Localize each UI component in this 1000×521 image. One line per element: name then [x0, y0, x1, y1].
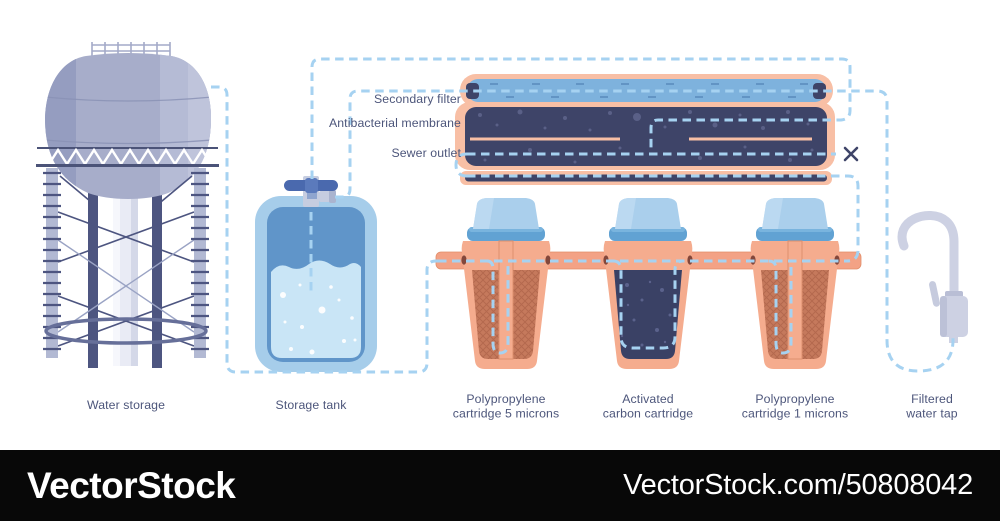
tower-leg	[152, 172, 162, 368]
label-filtered-water-tap: Filtered	[911, 392, 953, 406]
filter-end-cap	[813, 83, 826, 99]
flow-cartridge3	[768, 259, 793, 355]
flow-cartridge2	[612, 259, 684, 350]
flow-tank-to-tap	[335, 89, 955, 373]
cartridge-carbon	[603, 198, 693, 369]
tower-bulb	[45, 53, 211, 199]
watermark-bar: VectorStock VectorStock.com/50808042	[0, 450, 1000, 521]
storage-tank	[255, 176, 377, 372]
watermark-brand: VectorStock	[27, 464, 236, 506]
tap-lever	[929, 281, 940, 307]
tower-braces	[57, 175, 195, 347]
sewer-blocked-x-icon	[843, 146, 859, 162]
flow-lines	[211, 57, 955, 374]
flow-tower-to-cartridges	[211, 85, 438, 374]
cartridge-row	[435, 198, 862, 369]
diagram-canvas: Secondary filter Antibacterial membrane …	[36, 42, 968, 421]
tower-ladder	[43, 168, 209, 358]
water-tower	[36, 42, 219, 368]
cartridge-pp5	[461, 198, 551, 369]
tower-leg	[88, 172, 98, 368]
membrane-speckles	[478, 109, 814, 164]
flow-drain-pipe	[467, 174, 860, 263]
svg-text:cartridge 5 microns: cartridge 5 microns	[453, 407, 559, 421]
tap-gooseneck	[897, 211, 959, 304]
label-secondary-filter: Secondary filter	[374, 92, 461, 106]
label-cartridge-carbon: Activated	[622, 392, 674, 406]
antibacterial-membrane-housing	[455, 102, 835, 170]
label-sewer-outlet: Sewer outlet	[391, 146, 461, 160]
riser-tube	[498, 240, 514, 360]
carbon-media	[614, 270, 682, 359]
label-cartridge-pp5: Polypropylene	[466, 392, 545, 406]
labels: Secondary filter Antibacterial membrane …	[87, 92, 958, 421]
watermark-url: VectorStock.com/50808042	[623, 469, 973, 501]
tank-valve	[284, 176, 338, 207]
water-tap	[897, 211, 968, 343]
tower-truss	[36, 147, 219, 167]
flow-membrane-to-tank	[310, 57, 852, 179]
svg-text:cartridge 1 microns: cartridge 1 microns	[742, 407, 848, 421]
label-antibacterial-membrane: Antibacterial membrane	[329, 116, 461, 130]
tank-water	[271, 260, 361, 358]
label-storage-tank: Storage tank	[276, 398, 348, 412]
filter-end-cap	[466, 83, 479, 99]
label-cartridge-pp1: Polypropylene	[755, 392, 834, 406]
flow-drain-to-sewer	[454, 152, 468, 178]
cartridge-pp1	[750, 198, 840, 369]
label-water-storage: Water storage	[87, 398, 165, 412]
svg-text:carbon cartridge: carbon cartridge	[603, 407, 694, 421]
drain-pipe	[460, 171, 832, 185]
tank-bubbles	[280, 283, 357, 355]
svg-text:water tap: water tap	[905, 407, 958, 421]
tower-ring	[44, 317, 208, 345]
flow-cartridge1	[486, 259, 510, 355]
